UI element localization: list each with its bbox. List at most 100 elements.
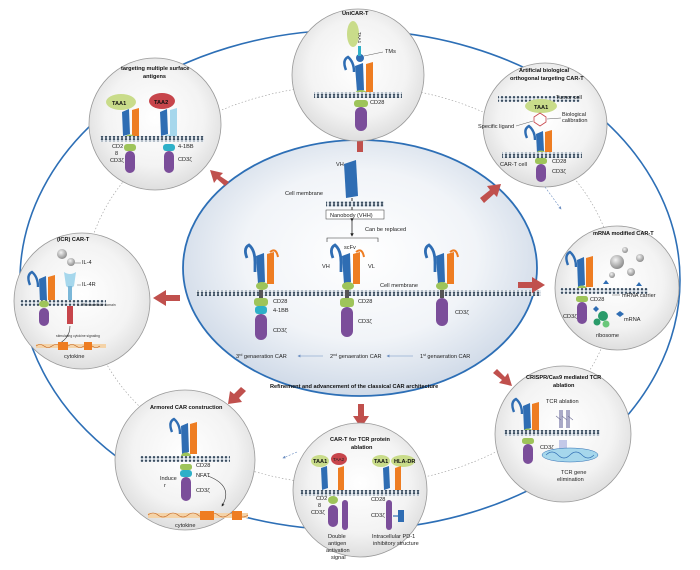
multi-taa1: TAA1 [112,101,126,107]
vh-label-top: VH [336,162,344,168]
vh-label-center: VH [322,264,330,270]
unicar-title: UniCAR-T [342,11,369,17]
arrow-to-tcrprot [353,404,369,428]
icr-il4: IL-4 [82,260,92,266]
cd28-label-2nd: CD28 [358,299,372,305]
cd3z-label-1st: CD3ζ [455,310,469,316]
arrow-to-multi [210,170,229,186]
first-gen-car [424,243,459,326]
crispr-gene-2: elimination [557,477,584,483]
icr-il4r: IL-4R [82,282,96,288]
mrna-mrna: mRNA [624,317,641,323]
fourbb-label: 4-1BB [273,308,289,314]
mrna-carrier: mRNA carrier [622,293,656,299]
armored-inducer-2: r [164,483,166,489]
tcrprot-double-1: Double [328,534,346,540]
center-membrane [196,290,541,296]
abo-taa1: TAA1 [534,105,548,111]
scfv-bracket [326,237,379,242]
icr-cytokine: cytokine [64,354,85,360]
abo-cd28: CD28 [552,159,566,165]
multi-eight: 8 [115,151,118,157]
abo-biological-2: calibration [562,118,588,124]
abo-cart-cell: CAR-T cell [500,162,527,168]
multi-title-2: antigens [143,74,166,80]
can-be-replaced-label: Can be replaced [365,227,406,233]
cd3z-label-2nd: CD3ζ [358,319,372,325]
abo-title-1: Artificial biological [519,68,569,74]
center-panel: VH Cell membrane Nanobody (VHH) Can be r… [182,139,541,397]
tcrprot-taa1-b: TAA1 [374,459,388,465]
mrna-cd28: CD28 [590,297,604,303]
tcrprot-double-3: activation [326,548,350,554]
abo-title-2: orthogonal targeting CAR-T [510,76,584,82]
arrow-to-crispr [493,369,512,386]
armored-cd28: CD28 [196,463,210,469]
unicar-tms: TMs [385,49,396,55]
multi-fourbb: 4-1BB [178,144,194,150]
tcrprot-title-2: ablation [351,445,373,451]
center-title: Refinement and advancement of the classi… [270,384,438,390]
abo-biological-1: Biological [562,112,586,118]
multi-cd3z-l: CD3ζ [110,158,124,164]
tcrprot-cd3z-r: CD3ζ [371,513,385,519]
cell-membrane-top-label: Cell membrane [285,191,323,197]
third-gen-car [244,243,279,340]
crispr-title-2: ablation [553,383,575,389]
armored-inducer-1: Induce [160,476,177,482]
abo-specific-ligand: Specific ligand [478,124,514,130]
armored-cd3z: CD3ζ [196,488,210,494]
cell-membrane-right-label: Cell membrane [380,283,418,289]
armored-title: Armored CAR construction [150,405,223,411]
multi-title-1: targeting multiple surface [121,66,189,72]
mrna-title: mRNA modified CAR-T [593,231,654,237]
arrow-to-armored [228,387,246,404]
vl-label-center: VL [368,264,375,270]
crispr-tcr-ablation: TCR ablation [546,399,579,405]
crispr-gene-1: TCR gene [561,470,587,476]
mrna-ribosome: ribosome [596,333,619,339]
arrow-to-mrna [518,277,545,293]
abo-panel: Artificial biological orthogonal targeti… [478,62,608,210]
scfv-label: scFv [344,245,356,251]
icr-panel: (ICR) CAR-T IL-4 IL-4R IL-7R intracellul… [13,232,151,370]
armored-nfat: NFAT [196,473,210,479]
cd28-label-3rd: CD28 [273,299,287,305]
tcrprot-cd28-l: CD2 [316,496,327,502]
unicar-panel: UniCAR-T TAA1 TMs CD28 [291,8,425,142]
abo-cd3z: CD3ζ [552,169,566,175]
tcrprot-pd1-1: Intracellular PD-1 [372,534,415,540]
mrna-panel: mRNA modified CAR-T mRNA carrier CD28 CD… [554,225,680,351]
unicar-taa1: TAA1 [357,32,362,44]
unicar-cd28: CD28 [370,100,384,106]
multi-panel: targeting multiple surface antigens TAA1… [88,57,222,191]
tcrprot-eight-l: 8 [318,503,321,509]
icr-title: (ICR) CAR-T [57,237,90,243]
icr-domain: IL-7R intracellular domain [77,303,116,307]
multi-circle [88,57,222,191]
tcrprot-hla: HLA-DR [394,459,415,465]
arrow-to-icr [153,290,180,306]
tcrprot-panel: CAR-T for TCR protein ablation TAA1 TAA2… [282,422,428,561]
multi-cd3z-r: CD3ζ [178,157,192,163]
cd3z-label-3rd: CD3ζ [273,328,287,334]
arrow-to-abo [480,184,501,203]
multi-taa2: TAA2 [154,100,168,106]
tcrprot-double-2: antigen [328,541,346,547]
icr-stim: stimulating cytokine signaling [56,334,100,338]
tcrprot-double-4: signal [331,555,346,561]
armored-panel: Armored CAR construction CD28 NFAT CD3ζ … [114,389,256,531]
tcrprot-taa2: TAA2 [333,457,345,462]
nanobody-box [325,209,385,220]
armored-cytokine: cytokine [175,523,196,529]
tcrprot-taa1-a: TAA1 [313,459,327,465]
second-gen-car [330,243,365,337]
tcrprot-pd1-2: inhibitory structure [373,541,419,547]
crispr-panel: CRISPR/Cas9 mediated TCR ablation TCR ab… [494,365,632,503]
crispr-cd3z: CD3ζ [540,445,554,451]
tcrprot-cd28-r: CD28 [371,497,385,503]
abo-tumor-cell: Tumor cell [556,95,582,101]
multi-cd2: CD2 [112,144,123,150]
